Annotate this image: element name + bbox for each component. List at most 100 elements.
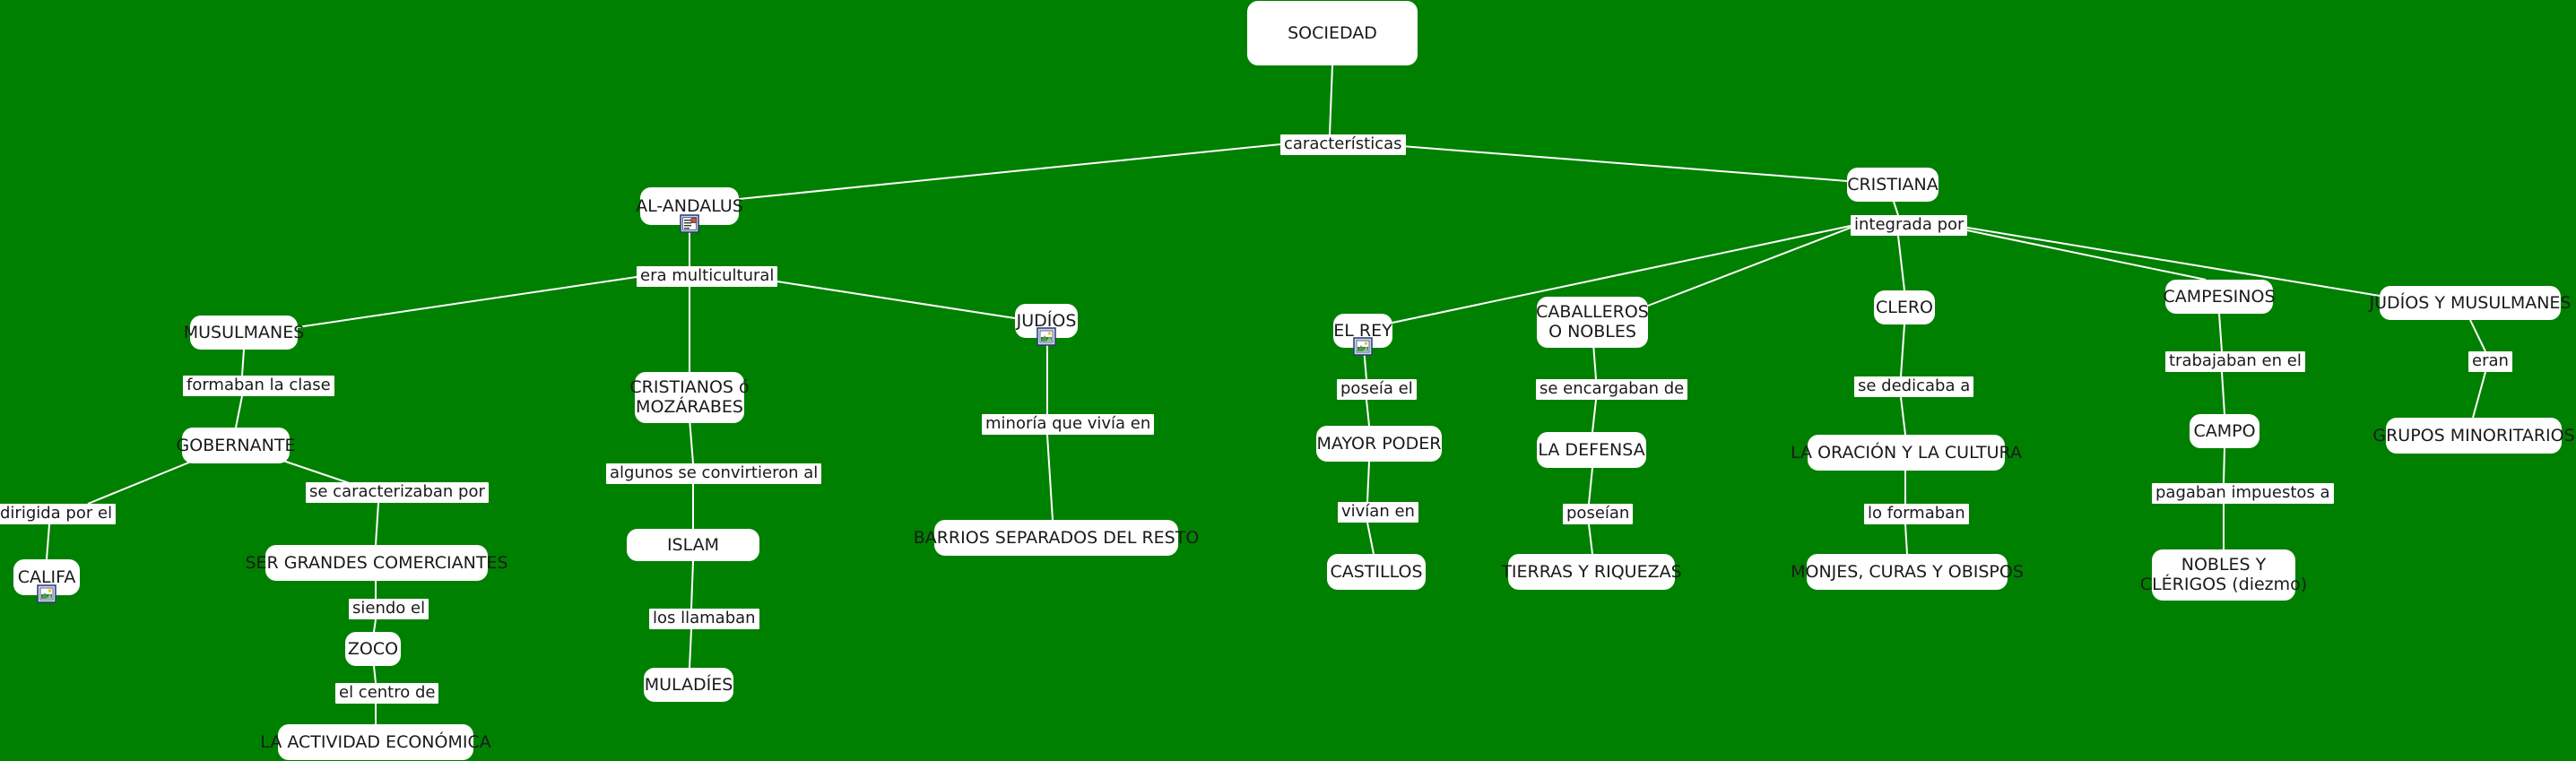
link-label-text: características xyxy=(1284,134,1402,154)
concept-node-judios[interactable]: JUDÍOS xyxy=(1015,304,1078,338)
edge-caracteristicas-to-al_andalus xyxy=(738,143,1281,200)
link-label-trabajaban_en_el[interactable]: trabajaban en el xyxy=(2165,351,2305,372)
edge-era_multicultural-to-judios xyxy=(742,275,1016,319)
edge-caballeros-to-se_encargaban xyxy=(1592,342,1597,380)
concept-node-mayor_poder[interactable]: MAYOR PODER xyxy=(1316,426,1442,462)
link-label-era_multicultural[interactable]: era multicultural xyxy=(637,266,778,287)
concept-node-label: MUSULMANES xyxy=(183,322,305,342)
link-label-text: siendo el xyxy=(352,599,426,618)
link-label-text: el centro de xyxy=(339,683,436,703)
concept-node-zoco[interactable]: ZOCO xyxy=(345,632,401,666)
link-label-lo_formaban[interactable]: lo formaban xyxy=(1864,504,1969,524)
concept-node-castillos[interactable]: CASTILLOS xyxy=(1327,554,1426,590)
concept-node-label: LA ACTIVIDAD ECONÓMICA xyxy=(260,731,491,752)
edge-siendo_el-to-zoco xyxy=(373,618,377,633)
edge-integrada_por-to-campesinos xyxy=(1945,225,2207,281)
link-label-text: poseían xyxy=(1566,504,1630,523)
image-icon[interactable] xyxy=(1353,337,1373,356)
edge-caracteristicas-to-cristiana xyxy=(1378,143,1848,182)
concept-node-cristiana[interactable]: CRISTIANA xyxy=(1847,168,1939,202)
edge-vivian_en-to-castillos xyxy=(1366,522,1375,555)
concept-node-label: LA DEFENSA xyxy=(1538,439,1645,460)
link-label-caracteristicas[interactable]: características xyxy=(1280,134,1406,155)
concept-node-musulmanes[interactable]: MUSULMANES xyxy=(184,316,304,350)
concept-node-la_defensa[interactable]: LA DEFENSA xyxy=(1537,432,1646,468)
link-label-text: se dedicaba a xyxy=(1858,376,1971,396)
concept-node-barrios[interactable]: BARRIOS SEPARADOS DEL RESTO xyxy=(914,520,1199,556)
link-label-text: se caracterizaban por xyxy=(309,482,485,502)
concept-node-label: ZOCO xyxy=(347,638,399,659)
concept-node-grupos_min[interactable]: GRUPOS MINORITARIOS xyxy=(2372,418,2575,454)
edge-cristiana-to-integrada_por xyxy=(1893,201,1899,216)
edge-los_llamaban-to-muladies xyxy=(689,628,692,669)
concept-node-label: CAMPESINOS xyxy=(2163,286,2276,307)
edge-sociedad-to-caracteristicas xyxy=(1329,65,1333,135)
edge-poseian-to-tierras xyxy=(1588,523,1593,555)
edge-cristianos_moz-to-algunos_convirt xyxy=(689,418,694,464)
link-label-text: los llamaban xyxy=(653,609,756,628)
concept-node-campo[interactable]: CAMPO xyxy=(2190,414,2259,448)
edge-campesinos-to-trabajaban_en_el xyxy=(2218,313,2223,352)
concept-node-al_andalus[interactable]: AL-ANDALUS xyxy=(636,187,743,225)
link-label-poseian[interactable]: poseían xyxy=(1563,504,1634,524)
edge-musulmanes-to-formaban_clase xyxy=(241,349,245,376)
concept-node-label: CALIFA xyxy=(17,566,76,587)
image-icon[interactable] xyxy=(1036,327,1056,346)
concept-node-gobernante[interactable]: GOBERNANTE xyxy=(177,428,295,463)
link-label-formaban_clase[interactable]: formaban la clase xyxy=(183,376,334,396)
link-label-el_centro_de[interactable]: el centro de xyxy=(335,683,439,704)
concept-node-label: GOBERNANTE xyxy=(176,435,296,455)
link-label-minoria_vivia[interactable]: minoría que vivía en xyxy=(982,414,1155,435)
concept-node-label: MAYOR PODER xyxy=(1316,433,1442,454)
link-label-pagaban_impuestos[interactable]: pagaban impuestos a xyxy=(2152,483,2334,504)
edge-mayor_poder-to-vivian_en xyxy=(1366,461,1370,503)
concept-node-la_actividad[interactable]: LA ACTIVIDAD ECONÓMICA xyxy=(260,724,491,760)
note-image-icon[interactable] xyxy=(680,214,699,233)
concept-node-nobles_cler[interactable]: NOBLES Y CLÉRIGOS (diezmo) xyxy=(2140,549,2307,601)
concept-node-label: ISLAM xyxy=(666,534,720,555)
concept-node-judios_musul[interactable]: JUDÍOS Y MUSULMANES xyxy=(2370,286,2571,320)
edge-campo-to-pagaban_impuestos xyxy=(2223,447,2225,484)
link-label-vivian_en[interactable]: vivían en xyxy=(1338,502,1418,523)
link-label-text: minoría que vivía en xyxy=(985,414,1151,434)
concept-node-monjes[interactable]: MONJES, CURAS Y OBISPOS xyxy=(1791,554,2024,590)
concept-node-muladies[interactable]: MULADÍES xyxy=(644,668,733,702)
link-label-text: pagaban impuestos a xyxy=(2155,483,2330,503)
concept-node-label: JUDÍOS Y MUSULMANES xyxy=(2369,292,2572,313)
edge-judios_musul-to-eran xyxy=(2469,319,2486,352)
link-label-text: se encargaban de xyxy=(1540,379,1685,399)
concept-node-label: CRISTIANOS ó MOZÁRABES xyxy=(629,377,750,418)
link-label-se_encargaban[interactable]: se encargaban de xyxy=(1536,379,1688,400)
edge-se_dedicaba_a-to-oracion xyxy=(1900,396,1906,436)
concept-node-label: GRUPOS MINORITARIOS xyxy=(2372,425,2575,445)
edge-integrada_por-to-clero xyxy=(1897,235,1905,291)
concept-node-sociedad[interactable]: SOCIEDAD xyxy=(1247,1,1418,65)
link-label-se_caracterizaban[interactable]: se caracterizaban por xyxy=(306,482,489,503)
link-label-siendo_el[interactable]: siendo el xyxy=(349,599,429,619)
link-label-se_dedicaba_a[interactable]: se dedicaba a xyxy=(1854,376,1974,397)
link-label-text: algunos se convirtieron al xyxy=(610,463,819,483)
link-label-poseia_el[interactable]: poseía el xyxy=(1337,379,1417,400)
concept-node-caballeros[interactable]: CABALLEROS O NOBLES xyxy=(1536,297,1649,348)
concept-node-islam[interactable]: ISLAM xyxy=(627,529,759,561)
link-label-dirigida_por_el[interactable]: dirigida por el xyxy=(0,504,117,524)
concept-node-label: CRISTIANA xyxy=(1847,174,1939,195)
edge-integrada_por-to-caballeros xyxy=(1647,227,1852,307)
concept-node-label: NOBLES Y CLÉRIGOS (diezmo) xyxy=(2139,555,2308,595)
link-label-integrada_por[interactable]: integrada por xyxy=(1851,215,1968,236)
concept-node-cristianos_moz[interactable]: CRISTIANOS ó MOZÁRABES xyxy=(629,372,750,423)
link-label-text: vivían en xyxy=(1341,502,1415,522)
concept-node-clero[interactable]: CLERO xyxy=(1874,290,1935,324)
concept-node-tierras[interactable]: TIERRAS Y RIQUEZAS xyxy=(1501,554,1682,590)
concept-node-campesinos[interactable]: CAMPESINOS xyxy=(2163,280,2276,314)
concept-node-el_rey[interactable]: EL REY xyxy=(1333,314,1392,348)
concept-node-ser_grandes[interactable]: SER GRANDES COMERCIANTES xyxy=(245,545,508,581)
concept-node-oracion[interactable]: LA ORACIÓN Y LA CULTURA xyxy=(1791,435,2022,471)
edge-integrada_por-to-judios_musul xyxy=(1945,223,2381,297)
link-label-algunos_convirt[interactable]: algunos se convirtieron al xyxy=(606,463,822,484)
image-icon[interactable] xyxy=(37,584,56,603)
link-label-los_llamaban[interactable]: los llamaban xyxy=(649,609,759,629)
link-label-text: dirigida por el xyxy=(0,504,113,523)
concept-node-label: CASTILLOS xyxy=(1330,561,1423,582)
link-label-eran[interactable]: eran xyxy=(2468,351,2512,372)
